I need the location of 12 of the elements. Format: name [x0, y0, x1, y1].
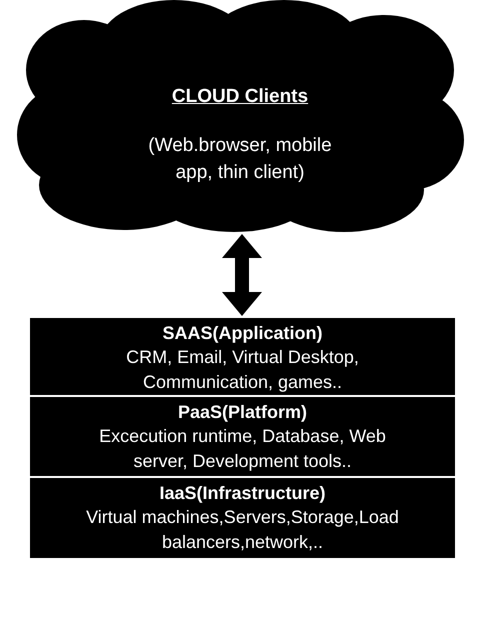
- layer-box: [30, 478, 455, 558]
- layer-title: SAAS(Application): [162, 322, 322, 345]
- cloud-title: CLOUD Clients: [172, 86, 308, 108]
- layer-box: [30, 397, 455, 476]
- cloud-description: (Web.browser, mobile app, thin client): [147, 134, 333, 185]
- double-arrow: [222, 234, 262, 316]
- layer-title: IaaS(Infrastructure): [159, 482, 326, 505]
- layer-description: Virtual machines,Servers,Storage,Load balancers,network,..: [85, 506, 400, 554]
- layer-box: [30, 318, 455, 395]
- layer-title: PaaS(Platform): [178, 401, 308, 424]
- layer-description: Excecution runtime, Database, Web server, Development tools..: [98, 425, 387, 473]
- layer-description: CRM, Email, Virtual Desktop, Communication, games..: [125, 346, 360, 394]
